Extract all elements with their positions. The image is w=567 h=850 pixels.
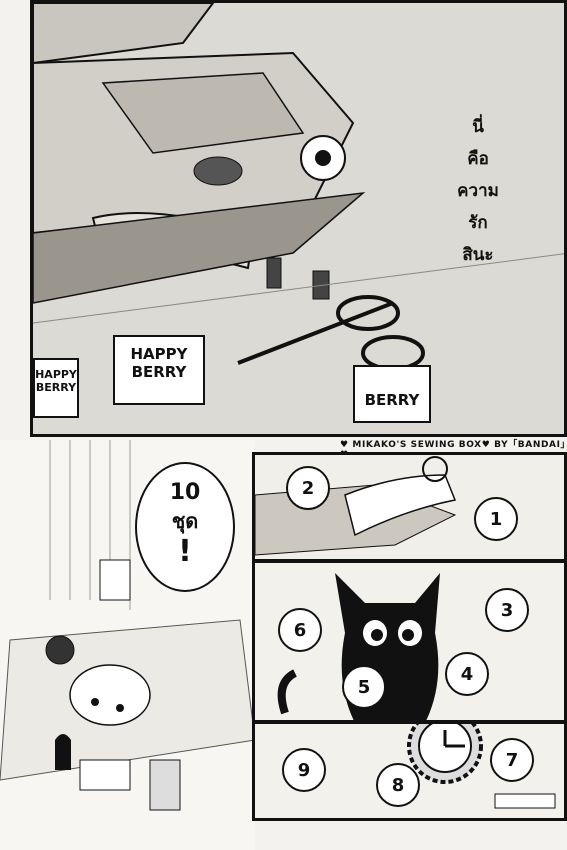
berry-card: BERRY — [353, 365, 431, 423]
bubble-label: 6 — [293, 619, 307, 641]
number-bubble-6: 6 — [278, 608, 322, 652]
caption-line: สินะ — [462, 245, 494, 265]
number-bubble-7: 7 — [490, 738, 534, 782]
happy-berry-card: HAPPY BERRY — [113, 335, 205, 405]
number-bubble-2: 2 — [286, 466, 330, 510]
ten-sets-speech-bubble: 10 ชุด ! — [135, 462, 235, 592]
bubble-label: 4 — [460, 663, 474, 685]
bubble-label: 8 — [391, 774, 405, 796]
caption-line: รัก — [468, 213, 488, 233]
bubble-label: 5 — [357, 676, 371, 698]
bubble-number: 10 — [169, 480, 201, 505]
panel-room — [0, 440, 255, 850]
bubble-word: ชุด — [171, 509, 199, 533]
bubble-label: 1 — [489, 508, 503, 530]
panel-sewing-box: HAPPY BERRY HAPPY BERRY BERRY นี่ คือ คว… — [30, 0, 567, 437]
room-illustration — [0, 440, 255, 811]
caption-line: ความ — [457, 181, 499, 201]
caption-line: นี่ — [472, 117, 484, 137]
caption-line: คือ — [467, 149, 489, 169]
number-bubble-5: 5 — [342, 665, 386, 709]
number-bubble-1: 1 — [474, 497, 518, 541]
bubble-exclamation: ! — [178, 534, 192, 569]
number-bubble-4: 4 — [445, 652, 489, 696]
number-bubble-9: 9 — [282, 748, 326, 792]
clock-illustration — [407, 724, 556, 809]
number-bubble-8: 8 — [376, 763, 420, 807]
bubble-label: 7 — [505, 749, 519, 771]
bubble-label: 3 — [500, 599, 514, 621]
number-bubble-3: 3 — [485, 588, 529, 632]
card-text: HAPPY BERRY — [130, 345, 188, 381]
thai-caption: นี่ คือ ความ รัก สินะ — [443, 111, 513, 271]
sewing-box-illustration — [33, 3, 564, 371]
bubble-label: 9 — [297, 759, 311, 781]
bubble-label: 2 — [301, 477, 315, 499]
happy-berry-card-left: HAPPY BERRY — [33, 358, 79, 418]
card-text: HAPPY BERRY — [35, 368, 77, 394]
card-text: BERRY — [364, 391, 420, 409]
